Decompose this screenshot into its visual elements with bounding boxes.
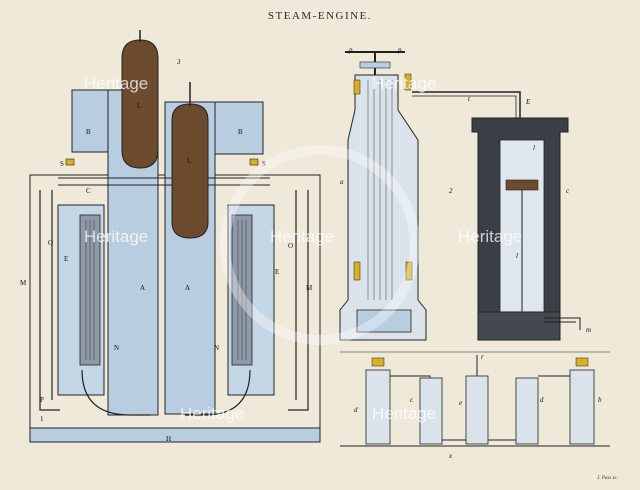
label-b-row: b (598, 396, 602, 404)
label-b-right: B (238, 128, 243, 136)
left-side-pipe (39, 190, 60, 411)
label-d-left: d (354, 406, 358, 414)
outlet-pipe-m (544, 317, 581, 330)
plate-title: STEAM-ENGINE. (267, 10, 373, 22)
watermark-text-3: Heritage (458, 227, 522, 246)
right-side-pipe (288, 190, 309, 411)
top-pipes (58, 177, 270, 186)
label-l-right: L (187, 157, 191, 165)
label-e-right: E (275, 268, 279, 276)
figure-bottom-row-cylinders: d c e r d b x (340, 351, 610, 460)
watermark-ring (220, 145, 420, 345)
row-valve-5 (575, 357, 589, 367)
label-c-left: C (86, 187, 91, 195)
label-n-left: N (114, 344, 119, 352)
label-a-left: A (140, 284, 145, 292)
watermark-text-1: Heritage (84, 227, 148, 246)
label-a-right: A (185, 284, 190, 292)
watermark-text-7: Heritage (372, 404, 436, 423)
figure-2-engine-and-furnace: p p a 2 t E l l c m (339, 46, 591, 341)
pump-column-a (339, 74, 427, 341)
brass-fitting-tr (404, 73, 412, 91)
label-s-right: S (262, 160, 266, 168)
engraver-credit: J. Pass sc. (597, 476, 618, 481)
left-rods (85, 220, 95, 360)
brass-fitting-bl (353, 261, 361, 281)
label-n-right: N (214, 344, 219, 352)
watermark-text-2: Heritage (270, 227, 334, 246)
figure-1-boiler-cylinders: 3 B B S S C L L A A E E M M O O N N P H … (20, 30, 321, 443)
watermark-text-6: Heritage (180, 404, 244, 423)
right-u-bend (185, 369, 251, 416)
label-p-2: p (397, 46, 402, 54)
right-float-l (171, 103, 209, 239)
watermark-text-4: Heritage (84, 74, 148, 93)
label-l-lower: l (516, 252, 518, 260)
watermark-layer: Heritage Heritage Heritage Heritage Heri… (84, 74, 522, 423)
left-float-l (121, 39, 159, 169)
row-valve-1 (371, 357, 385, 367)
pump-base-water (356, 309, 412, 333)
label-m-outlet: m (586, 326, 591, 334)
brass-fitting-br (405, 261, 413, 281)
label-o-right: O (288, 242, 293, 250)
fig-1-number: 1 (40, 415, 44, 423)
label-m-right: M (306, 284, 313, 292)
label-e-upper: E (525, 98, 531, 106)
bottom-channel-h (29, 427, 321, 443)
right-rods (237, 220, 247, 360)
label-l-left: L (137, 102, 141, 110)
row-cylinder-3 (465, 375, 489, 445)
label-c-row: c (410, 396, 414, 404)
label-h: H (166, 435, 171, 443)
row-cylinder-5 (569, 369, 595, 445)
row-cylinder-4 (515, 377, 539, 445)
label-x: x (448, 452, 453, 460)
fig-2-number: 2 (449, 187, 453, 195)
fig-3-number: 3 (176, 58, 181, 66)
label-r: r (481, 353, 484, 361)
left-valve-s (65, 158, 75, 166)
top-valve-box (359, 61, 391, 69)
left-u-bend (81, 369, 150, 416)
label-c-furnace: c (566, 187, 570, 195)
right-valve-s (249, 158, 259, 166)
label-o-left: O (48, 239, 53, 247)
label-d-right: d (540, 396, 544, 404)
furnace-piston (505, 179, 539, 191)
furnace-base (477, 311, 561, 341)
row-cylinder-1 (365, 369, 391, 445)
label-a-fig2: a (340, 178, 344, 186)
label-s-left: S (60, 160, 64, 168)
row-linking-pipes (390, 375, 570, 441)
label-m-left: M (20, 279, 27, 287)
label-l-upper: l (533, 144, 535, 152)
label-b-left: B (86, 128, 91, 136)
label-t: t (468, 95, 471, 103)
watermark-text-5: Heritage (372, 74, 436, 93)
label-e-left: E (64, 255, 68, 263)
row-cylinder-2 (419, 377, 443, 445)
label-e-row: e (459, 399, 462, 407)
label-p-1: p (348, 46, 353, 54)
brass-fitting-tl (353, 79, 361, 95)
label-p-left: P (40, 396, 44, 404)
pump-rods (367, 80, 393, 300)
